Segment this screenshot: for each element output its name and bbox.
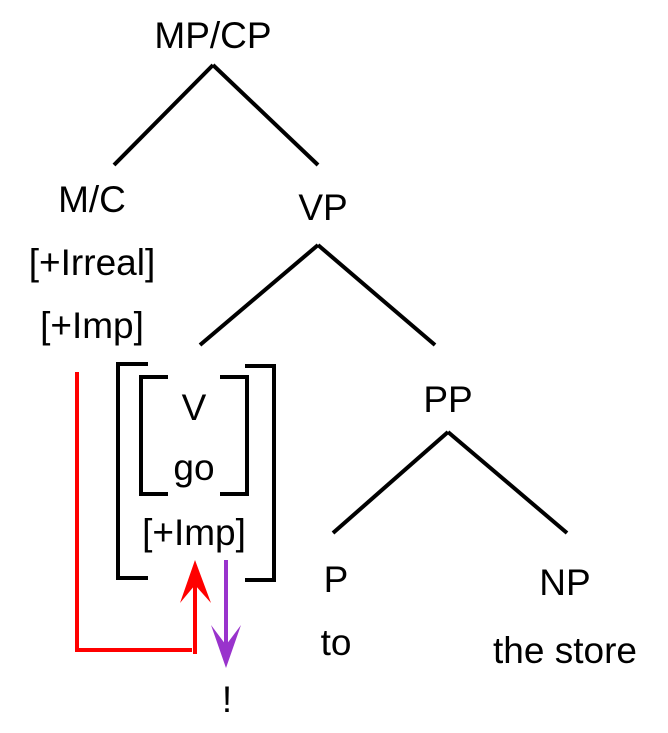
branch-root-mc (112, 63, 215, 167)
node-vp: VP (298, 187, 347, 228)
p-word: to (321, 622, 352, 663)
outer-bracket-left (116, 362, 148, 580)
node-pp: PP (423, 379, 472, 420)
branch-vp-pp (316, 243, 437, 347)
v-feature-imp: [+Imp] (142, 512, 246, 553)
red-agreement-line (75, 372, 192, 652)
branch-root-vp (211, 63, 320, 167)
inner-bracket-right (220, 375, 249, 496)
v-category: V (182, 387, 207, 428)
branch-pp-np (446, 430, 569, 535)
branch-pp-p (331, 430, 450, 535)
v-word: go (173, 447, 214, 488)
node-p: P (324, 559, 349, 600)
node-mp-cp: MP/CP (154, 15, 271, 56)
purple-arrow-head-icon (211, 625, 241, 668)
outer-bracket-right (245, 364, 276, 582)
mc-feature-irreal: [+Irreal] (29, 242, 155, 283)
node-mc: M/C (58, 179, 126, 220)
np-words: the store (493, 630, 637, 671)
exclamation-result: ! (222, 679, 232, 720)
mc-feature-imp: [+Imp] (40, 305, 144, 346)
node-np: NP (539, 562, 590, 603)
branch-vp-v (198, 243, 320, 347)
red-arrow-head-icon (180, 560, 211, 603)
inner-bracket-left (139, 375, 168, 496)
